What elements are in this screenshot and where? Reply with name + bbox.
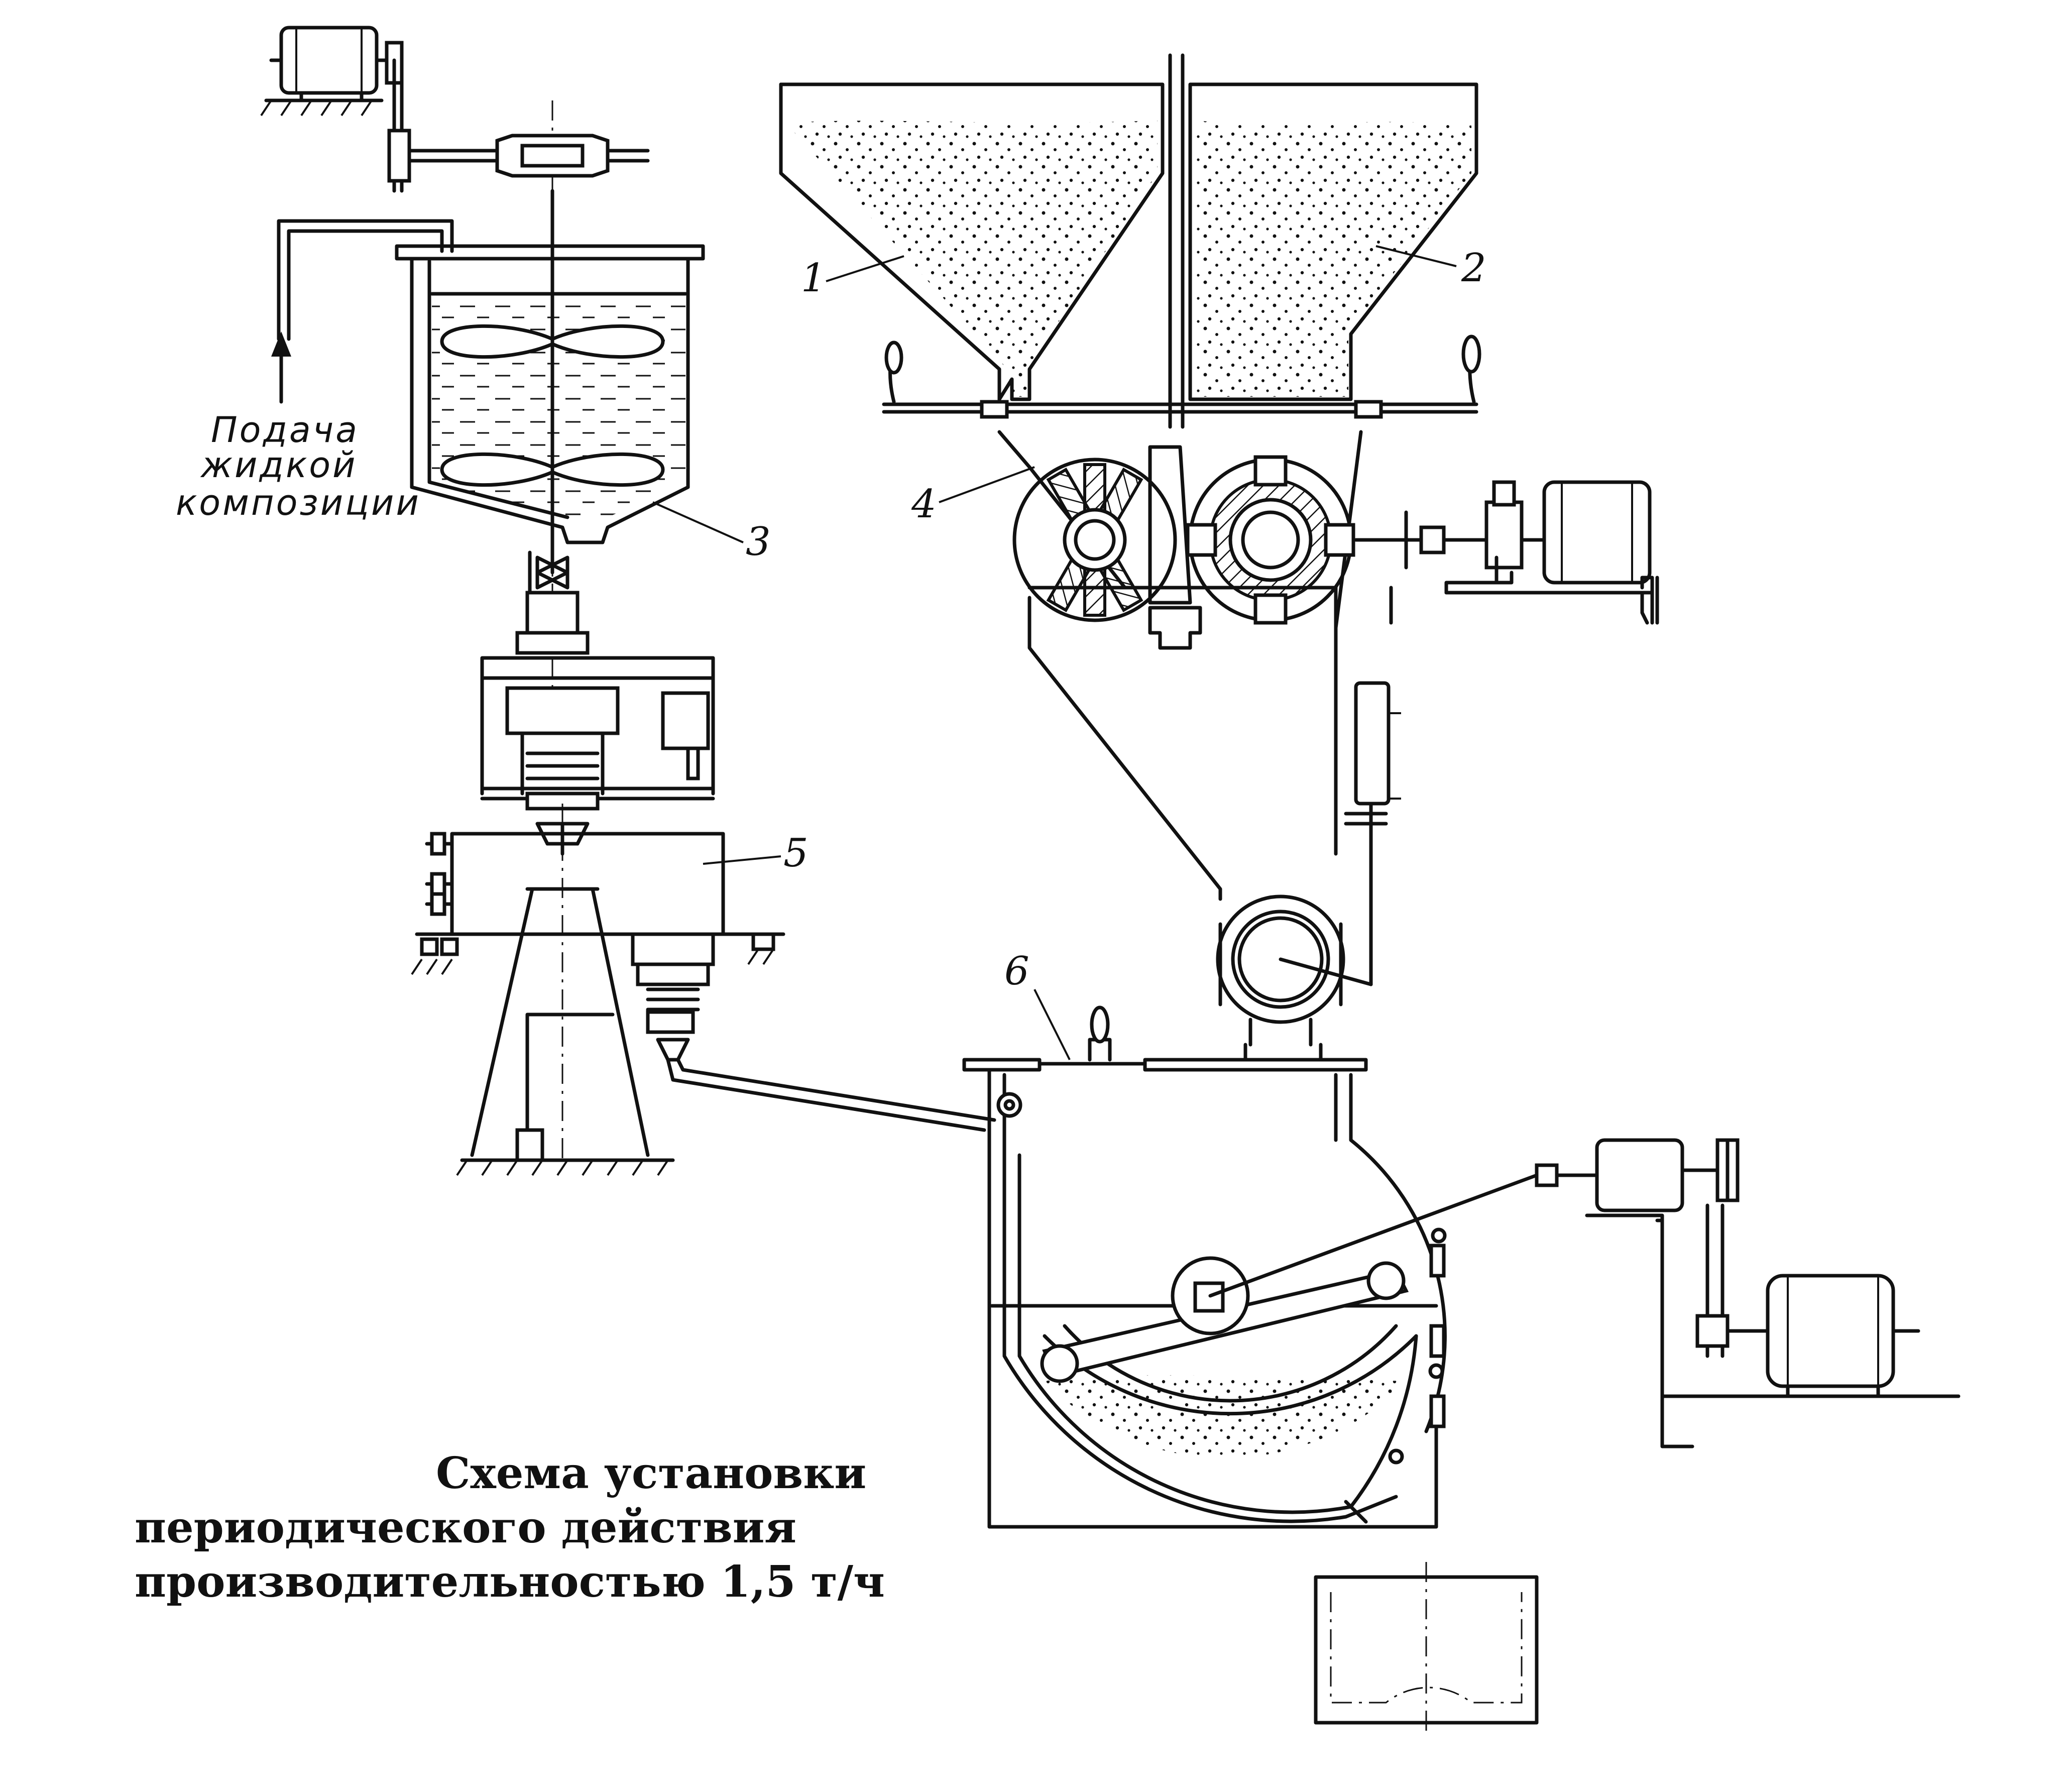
svg-text:жидкой: жидкой [200,444,358,486]
doser-5 [411,804,785,1176]
hopper-gate-levers [882,334,1481,419]
pneumatic-cylinder [1344,681,1401,986]
mixer-plan-view [1314,1562,1539,1738]
dosing-valve [480,591,715,811]
label-2: 2 [1375,245,1486,291]
label-1: 1 [801,255,904,301]
tank-drive-motor [260,26,650,193]
feed-arrow [271,331,291,404]
label-6: 6 [1004,949,1071,1060]
svg-text:2: 2 [1461,246,1486,291]
doser-discharge [631,932,1022,1132]
cylinder-gate [1216,894,1373,1047]
hopper-1 [779,82,1165,401]
svg-text:4: 4 [911,482,937,527]
liquid-tank-3 [277,100,705,703]
caption-line-3: производительностью 1,5 т/ч [135,1556,885,1607]
svg-text:1: 1 [801,256,826,301]
label-5: 5 [703,831,809,876]
label-3: 3 [652,501,771,565]
caption-line-2: периодического действия [135,1502,797,1553]
feeder-drive-motor [1354,480,1659,625]
feed-label: Подача жидкой композиции [176,409,421,523]
svg-text:5: 5 [783,831,809,876]
svg-text:Подача: Подача [211,409,359,451]
mixer-6 [962,1005,1539,1529]
rotary-feeder-4 [997,430,1363,901]
diagram-caption: Схема установки периодического действия … [135,1446,938,1609]
hopper-2 [1188,82,1478,401]
mixer-drive-motor [1535,1138,1961,1448]
svg-text:композиции: композиции [176,482,421,523]
caption-line-1: Схема установки [436,1448,867,1499]
svg-text:3: 3 [746,519,771,565]
svg-text:6: 6 [1004,949,1029,994]
label-4: 4 [911,466,1035,527]
